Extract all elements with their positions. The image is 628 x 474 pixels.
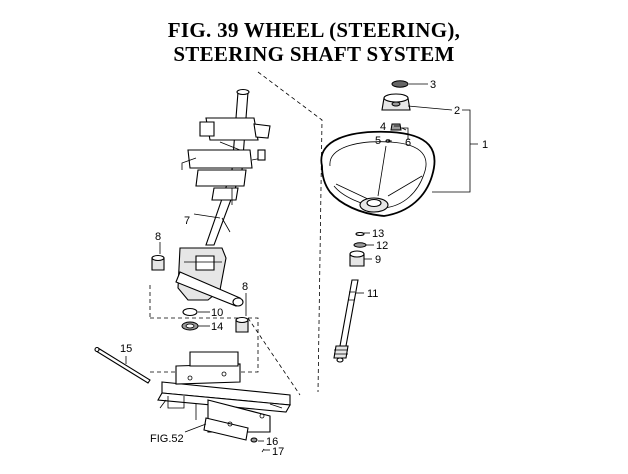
callout-11: 11: [367, 288, 378, 300]
bushing-part-9: [349, 250, 365, 267]
pin-part-17: [261, 448, 265, 453]
callout-14: 14: [211, 321, 223, 333]
steering-column: [175, 88, 271, 307]
figure-title-line-1: FIG. 39 WHEEL (STEERING),: [167, 18, 461, 42]
callout-8-right: 8: [242, 281, 248, 293]
snap-ring-part-13: [355, 231, 365, 237]
rod-part-15: [94, 346, 151, 384]
callout-4: 4: [380, 121, 386, 133]
callout-10: 10: [211, 307, 223, 319]
steering-shaft-part-11: [333, 279, 359, 363]
callout-12: 12: [376, 240, 388, 252]
washer-part-10: [182, 307, 198, 317]
horn-cap-part-3: [391, 80, 409, 88]
fig52-reference-label: FIG.52: [150, 433, 184, 445]
bushing-left: [151, 254, 165, 271]
seal-part-14: [181, 321, 199, 331]
steering-wheel: [320, 130, 436, 217]
callout-8-left: 8: [155, 231, 161, 243]
callout-6: 6: [405, 137, 411, 149]
figure-title-line-2: STEERING SHAFT SYSTEM: [173, 42, 455, 66]
callout-17: 17: [272, 446, 284, 458]
bolt-part-16: [250, 437, 258, 443]
callout-5: 5: [375, 135, 381, 147]
callout-7: 7: [184, 215, 190, 227]
frame-bracket: [157, 351, 291, 441]
center-cover-part-2: [381, 93, 411, 111]
callout-9: 9: [375, 254, 381, 266]
callout-15: 15: [120, 343, 132, 355]
washer-part-12: [353, 242, 367, 248]
nut-part-4: [390, 123, 402, 131]
callout-2: 2: [454, 105, 460, 117]
callout-13: 13: [372, 228, 384, 240]
callout-leaders: [125, 83, 478, 451]
bushing-right: [235, 316, 249, 333]
callout-1: 1: [482, 139, 488, 151]
callout-16: 16: [266, 436, 278, 448]
assembly-dashed-frame: [149, 71, 323, 396]
callout-3: 3: [430, 79, 436, 91]
